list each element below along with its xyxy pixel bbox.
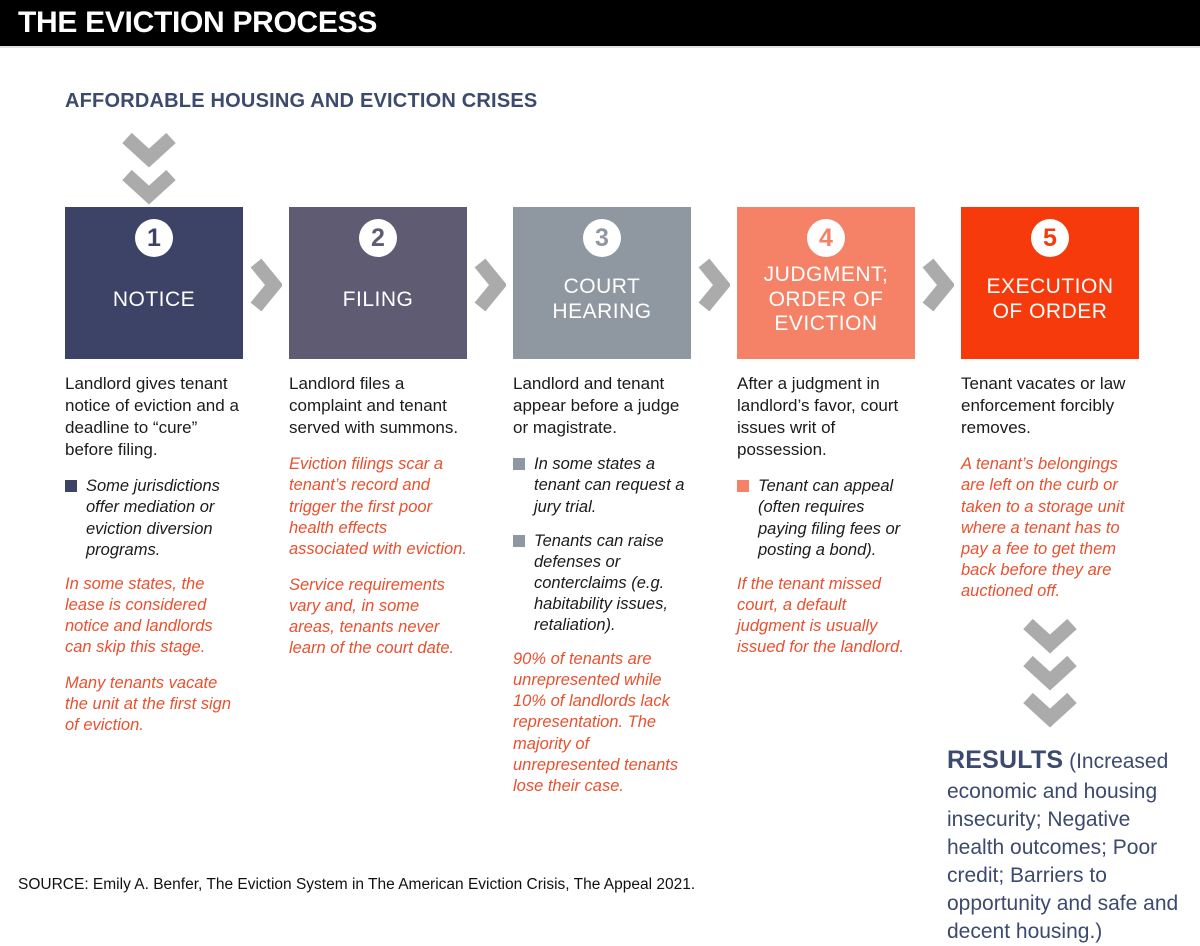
intro-down-arrows [120,131,178,205]
step-column-court-hearing: 3 COURT HEARING Landlord and tenant appe… [513,207,732,946]
step-note: In some states, the lease is considered … [65,574,213,657]
title-banner: THE EVICTION PROCESS [0,0,1200,48]
bullet-item: Some jurisdictions offer mediation or ev… [65,476,243,560]
page-title: THE EVICTION PROCESS [18,6,378,39]
step-column-notice: 1 NOTICE Landlord gives tenant notice of… [65,207,284,946]
step-box-1: 1 NOTICE [65,207,243,359]
step-text-5: Tenant vacates or law enforcement forcib… [947,373,1178,946]
bullet-item: In some states a tenant can request a ju… [513,454,691,517]
results-label: RESULTS [947,746,1064,775]
bullet-item: Tenant can appeal (often requires paying… [737,476,915,560]
step-number-badge: 5 [1031,219,1069,257]
step-column-execution: 5 EXECUTION OF ORDER Tenant vacates or l… [947,207,1178,946]
step-text-2: Landlord files a complaint and tenant se… [289,373,467,659]
step-intro: Tenant vacates or law enforcement forcib… [961,374,1126,438]
step-note: Service requirements vary and, in some a… [289,575,455,658]
source-credit: SOURCE: Emily A. Benfer, The Eviction Sy… [18,876,696,893]
step-label: COURT HEARING [552,275,652,323]
chevron-down-icon [1023,692,1077,728]
step-number: 5 [1043,223,1057,252]
results-block: RESULTS (Increased economic and housing … [947,744,1191,946]
bullet-text: Tenant can appeal (often requires paying… [758,477,901,559]
step-label: EXECUTION OF ORDER [986,275,1114,323]
step-box-4: 4 JUDGMENT; ORDER OF EVICTION [737,207,915,359]
step-note: Many tenants vacate the unit at the firs… [65,674,232,735]
step-number-badge: 2 [359,219,397,257]
results-text: (Increased economic and housing insecuri… [947,750,1179,944]
step-note: A tenant’s belongings are left on the cu… [961,455,1125,600]
bullet-text: Some jurisdictions offer mediation or ev… [86,477,220,559]
step-number: 4 [819,223,833,252]
step-text-1: Landlord gives tenant notice of eviction… [65,373,243,737]
chevron-right-icon [250,257,284,318]
step-intro: Landlord and tenant appear before a judg… [513,374,680,438]
step-column-filing: 2 FILING Landlord files a complaint and … [289,207,508,946]
step-intro: Landlord gives tenant notice of eviction… [65,374,239,460]
square-bullet-icon [65,480,77,493]
square-bullet-icon [513,534,525,547]
chevron-down-icon [122,132,176,168]
step-note: 90% of tenants are unrepresented while 1… [513,650,679,795]
step-column-judgment: 4 JUDGMENT; ORDER OF EVICTION After a ju… [737,207,956,946]
step-number-badge: 1 [135,219,173,257]
eviction-flow: 1 NOTICE Landlord gives tenant notice of… [65,207,1200,946]
bullet-text: In some states a tenant can request a ju… [534,455,685,516]
section-subtitle: AFFORDABLE HOUSING AND EVICTION CRISES [65,90,538,112]
step-label: JUDGMENT; ORDER OF EVICTION [763,262,889,336]
bullet-text: Tenants can raise defenses or conterclai… [534,531,668,635]
step-number-badge: 4 [807,219,845,257]
results-down-arrows [1021,617,1079,728]
chevron-down-icon [1023,655,1077,691]
bullet-item: Tenants can raise defenses or conterclai… [513,531,691,637]
step-label: FILING [342,287,414,311]
step-box-5: 5 EXECUTION OF ORDER [961,207,1139,359]
square-bullet-icon [513,458,525,471]
step-intro: After a judgment in landlord’s favor, co… [737,374,899,460]
step-label: NOTICE [112,287,196,311]
step-note: Eviction filings scar a tenant’s record … [289,455,467,558]
step-number-badge: 3 [583,219,621,257]
step-number: 3 [595,223,609,252]
chevron-right-icon [474,257,508,318]
step-box-2: 2 FILING [289,207,467,359]
step-note: If the tenant missed court, a default ju… [737,574,904,657]
chevron-down-icon [1023,618,1077,654]
step-text-4: After a judgment in landlord’s favor, co… [737,373,915,658]
chevron-right-icon [698,257,732,318]
step-number: 2 [371,223,385,252]
step-box-3: 3 COURT HEARING [513,207,691,359]
step-number: 1 [147,223,161,252]
main-content: AFFORDABLE HOUSING AND EVICTION CRISES 1… [65,90,1200,946]
step-intro: Landlord files a complaint and tenant se… [289,374,459,438]
square-bullet-icon [737,480,749,493]
chevron-right-icon [922,257,956,318]
chevron-down-icon [122,169,176,205]
step-text-3: Landlord and tenant appear before a judg… [513,373,691,797]
